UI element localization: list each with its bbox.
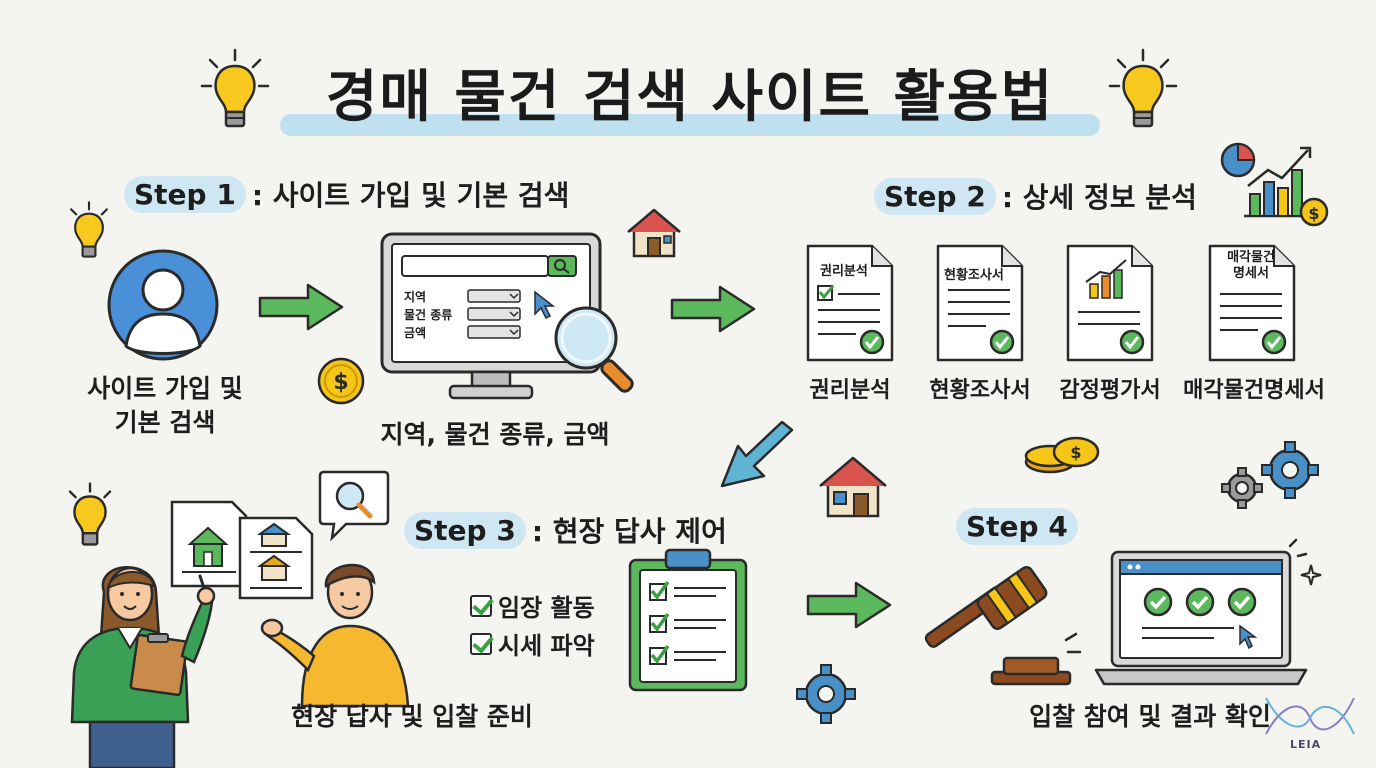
man-client-illustration — [260, 564, 410, 708]
doc-caption-spec: 매각물건명세서 — [1183, 378, 1325, 403]
checkbox-icon — [470, 632, 492, 655]
gear-icon — [1221, 441, 1319, 509]
logo-text: LEIA — [1290, 738, 1322, 751]
doc-spec-header-line1: 매각물건 — [1227, 250, 1275, 265]
doc-rights-header: 권리분석 — [820, 264, 868, 279]
checklist-item-market-price: 시세 파악 — [470, 626, 595, 661]
lightbulb-icon — [1108, 48, 1178, 128]
document-specification-icon — [1208, 244, 1296, 362]
house-icon — [627, 208, 681, 258]
monitor-search-icon — [380, 232, 602, 400]
step3-label: Step 3 : 현장 답사 제어 — [404, 510, 727, 550]
step2-label: Step 2 : 상세 정보 분석 — [874, 176, 1197, 216]
page-title: 경매 물건 검색 사이트 활용법 — [325, 65, 1055, 130]
property-documents-icon — [170, 500, 314, 600]
arrow-right-icon — [806, 581, 892, 629]
step1-caption-line1: 사이트 가입 및 — [87, 374, 243, 403]
arrow-down-left-icon — [720, 420, 794, 488]
step1-pill: Step 1 — [124, 175, 246, 213]
checkbox-icon — [470, 594, 492, 617]
step2-title: : 상세 정보 분석 — [1001, 181, 1197, 214]
form-field-type: 물건 종류 — [404, 308, 453, 322]
doc-survey-header: 현황조사서 — [944, 268, 1004, 283]
step1-caption: 사이트 가입 및 기본 검색 — [70, 372, 260, 440]
step3-caption: 현장 답사 및 입찰 준비 — [291, 702, 533, 731]
clipboard-checklist-icon — [628, 548, 748, 692]
step1-title: : 사이트 가입 및 기본 검색 — [251, 179, 570, 212]
checklist-item-site-visit: 임장 활동 — [470, 588, 595, 623]
coin-icon: $ — [317, 357, 365, 405]
title-area: 경매 물건 검색 사이트 활용법 — [280, 52, 1100, 144]
arrow-right-icon — [258, 283, 344, 331]
doc-caption-survey: 현황조사서 — [929, 378, 1031, 403]
step2-pill: Step 2 — [874, 177, 996, 215]
doc-caption-rights: 권리분석 — [809, 378, 891, 403]
svg-text:$: $ — [1070, 443, 1081, 462]
magnifier-icon — [554, 306, 634, 393]
step3-title: : 현장 답사 제어 — [531, 515, 727, 548]
lightbulb-icon — [68, 482, 112, 546]
svg-text:$: $ — [1308, 204, 1319, 223]
doc-caption-appraisal: 감정평가서 — [1059, 378, 1161, 403]
document-survey-icon — [936, 244, 1024, 362]
house-icon — [819, 456, 887, 518]
arrow-right-icon — [670, 285, 756, 333]
step1-caption-line2: 기본 검색 — [114, 407, 216, 437]
laptop-results-icon — [1094, 538, 1308, 686]
title-highlight — [280, 114, 1100, 136]
search-bubble-icon — [318, 470, 390, 542]
doc-spec-header-line2: 명세서 — [1233, 266, 1269, 282]
gear-icon — [796, 664, 856, 724]
step4-caption: 입찰 참여 및 결과 확인 — [1029, 702, 1271, 731]
checklist-item-label: 임장 활동 — [498, 594, 595, 622]
step4-label: Step 4 — [956, 508, 1084, 545]
user-avatar-icon — [107, 249, 219, 361]
document-appraisal-icon — [1066, 244, 1154, 362]
gavel-icon — [924, 566, 1082, 686]
doc-spec-header: 매각물건 명세서 — [1222, 250, 1280, 283]
chart-growth-icon: $ — [1220, 142, 1329, 227]
step1-label: Step 1 : 사이트 가입 및 기본 검색 — [124, 174, 569, 214]
search-caption: 지역, 물건 종류, 금액 — [380, 420, 610, 449]
leia-logo-icon — [1265, 697, 1355, 735]
step4-pill: Step 4 — [956, 508, 1078, 545]
woman-agent-illustration — [70, 566, 216, 768]
lightbulb-icon — [200, 48, 270, 128]
svg-text:$: $ — [333, 370, 348, 395]
sparkle-icon — [1300, 564, 1322, 586]
document-rights-icon — [806, 244, 894, 362]
step3-pill: Step 3 — [404, 511, 526, 549]
form-field-price: 금액 — [404, 326, 427, 340]
checklist-item-label: 시세 파악 — [498, 632, 595, 660]
form-field-region: 지역 — [404, 290, 427, 304]
coin-stack-icon: $ — [1024, 436, 1100, 474]
lightbulb-icon — [70, 201, 108, 258]
